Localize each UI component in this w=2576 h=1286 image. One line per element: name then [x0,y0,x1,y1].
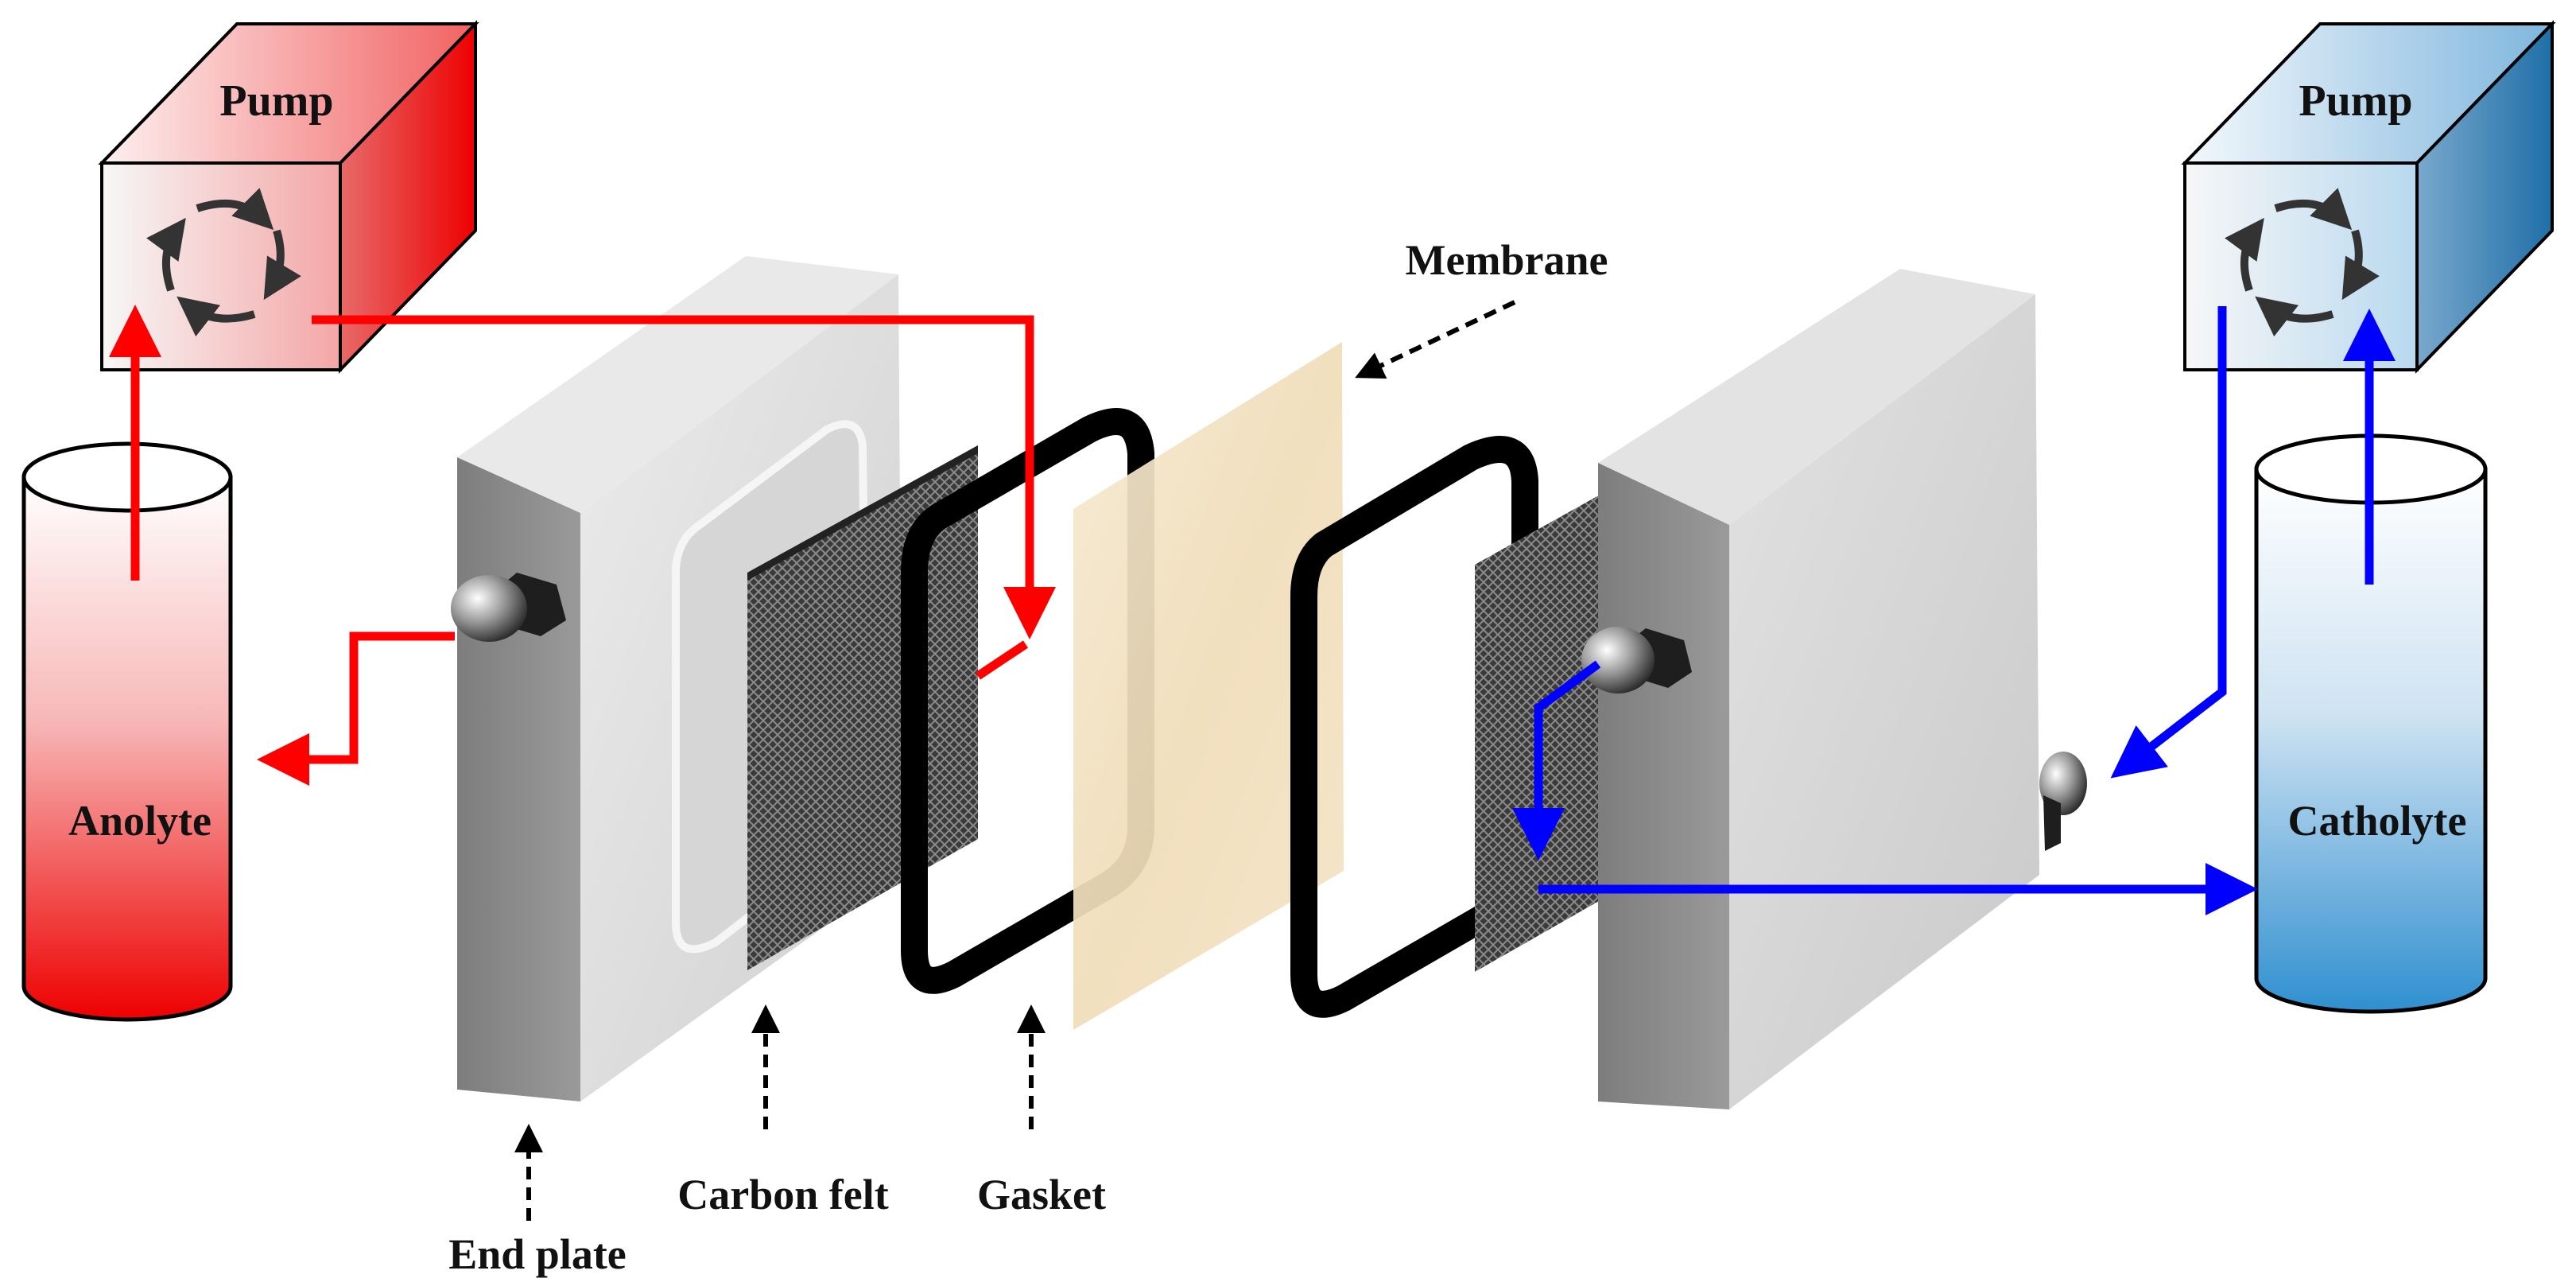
membrane-pointer [1355,300,1516,379]
right-end-plate-top-edge [1598,269,2035,525]
left-outlet-nozzle [451,573,566,642]
catholyte-label: Catholyte [2288,797,2467,845]
rotation-icon [2225,188,2380,337]
anolyte-cell-to-tank [257,631,455,786]
left-pump: Pump [98,20,479,374]
right-end-plate-face [1729,294,2039,1109]
anolyte-flow [109,305,1056,786]
right-end-plate-side-edge [1598,463,1729,1109]
left-end-plate-side-edge [457,457,580,1101]
pointer-arrows [514,300,1516,1221]
right-pump-label: Pump [2299,76,2412,126]
anolyte-label: Anolyte [68,797,211,845]
right-inlet-nozzle [1581,627,1692,694]
end-plate-label: End plate [448,1230,627,1278]
right-end-plate [1598,269,2039,1109]
membrane-label: Membrane [1406,236,1608,284]
rotation-icon [146,188,301,337]
anolyte-pump-to-cell [312,315,1056,639]
catholyte-flow [1512,306,2396,915]
right-outlet-nozzle [2039,752,2087,851]
anolyte-tank: Anolyte [21,441,233,1022]
right-pump: Pump [2181,20,2556,374]
left-pump-label: Pump [219,76,333,126]
gasket-label: Gasket [977,1171,1106,1218]
anolyte-cell-inlet [975,640,1029,680]
carbon-felt-label: Carbon felt [677,1171,888,1218]
membrane [1073,342,1344,1030]
catholyte-cell-outlet [1512,660,1601,861]
catholyte-pump-to-cell [2110,306,2227,779]
